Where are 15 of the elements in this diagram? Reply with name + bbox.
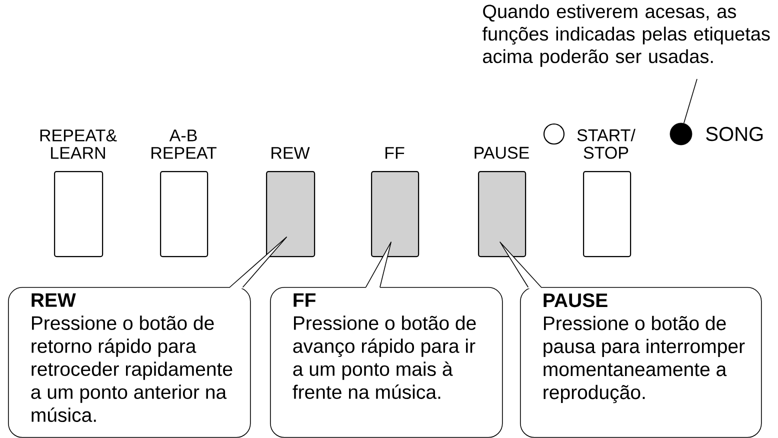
button-label: A-B REPEAT	[152, 130, 216, 159]
button-label: REPEAT& LEARN	[40, 130, 117, 159]
callout-pointer	[230, 236, 287, 288]
callout-box: PAUSE Pressione o botão de pausa para interromper momentaneamente a reprodução.	[520, 287, 762, 438]
callout-pointer	[366, 242, 392, 288]
callout-pointer	[500, 242, 542, 288]
callout-box: FF Pressione o botão de avanço rápido para ir a um ponto mais à frente na música.	[270, 287, 503, 438]
button-label: REW	[272, 147, 310, 159]
note-text: Quando estiverem acesas, as funções indicadas pelas etiquetas acima poderão ser usadas.	[482, 4, 770, 67]
callout-box: REW Pressione o botão de retorno rápido para retroceder rapidamente a um ponto anterior na música.	[8, 287, 251, 438]
button-label: PAUSE	[474, 146, 529, 159]
button-label: START/ STOP	[577, 128, 636, 159]
leader-line	[684, 78, 698, 124]
lamp-label: SONG	[706, 126, 763, 142]
button-label: FF	[386, 147, 404, 159]
